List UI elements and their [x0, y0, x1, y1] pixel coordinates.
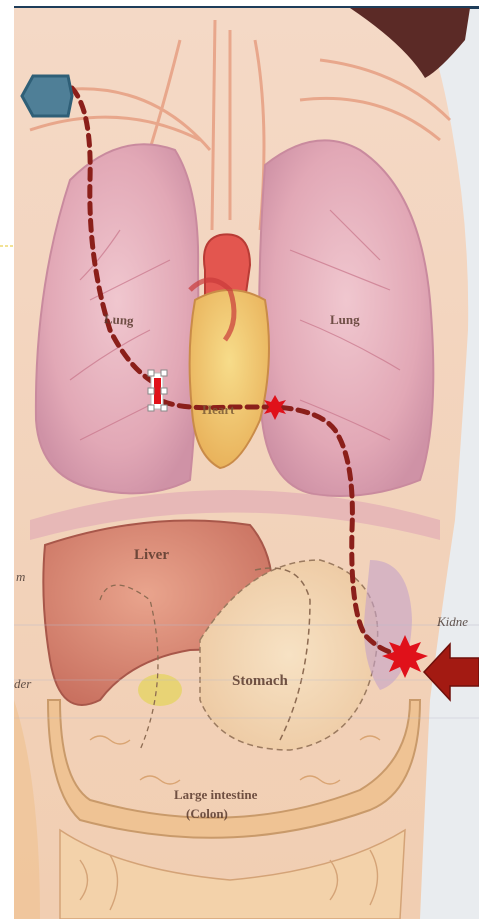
label-heart: Heart: [202, 403, 234, 416]
label-left-edge-2: der: [14, 677, 31, 690]
label-liver: Liver: [134, 548, 169, 563]
resize-handle: [148, 405, 154, 411]
label-left-edge-1: m: [16, 570, 25, 583]
label-stomach: Stomach: [232, 674, 288, 689]
resize-handle: [148, 370, 154, 376]
resize-handle: [161, 405, 167, 411]
selected-marker[interactable]: [148, 370, 167, 411]
label-kidney-edge: Kidne: [437, 615, 468, 628]
label-colon: (Colon): [186, 807, 228, 820]
gallbladder: [138, 674, 182, 706]
label-large-intestine: Large intestine: [174, 788, 257, 801]
resize-handle: [148, 388, 154, 394]
pentagon-arrow-icon[interactable]: [22, 76, 72, 116]
label-lung-left: Lung: [104, 312, 134, 327]
resize-handle: [161, 370, 167, 376]
label-lung-right: Lung: [330, 313, 360, 326]
resize-handle: [161, 388, 167, 394]
